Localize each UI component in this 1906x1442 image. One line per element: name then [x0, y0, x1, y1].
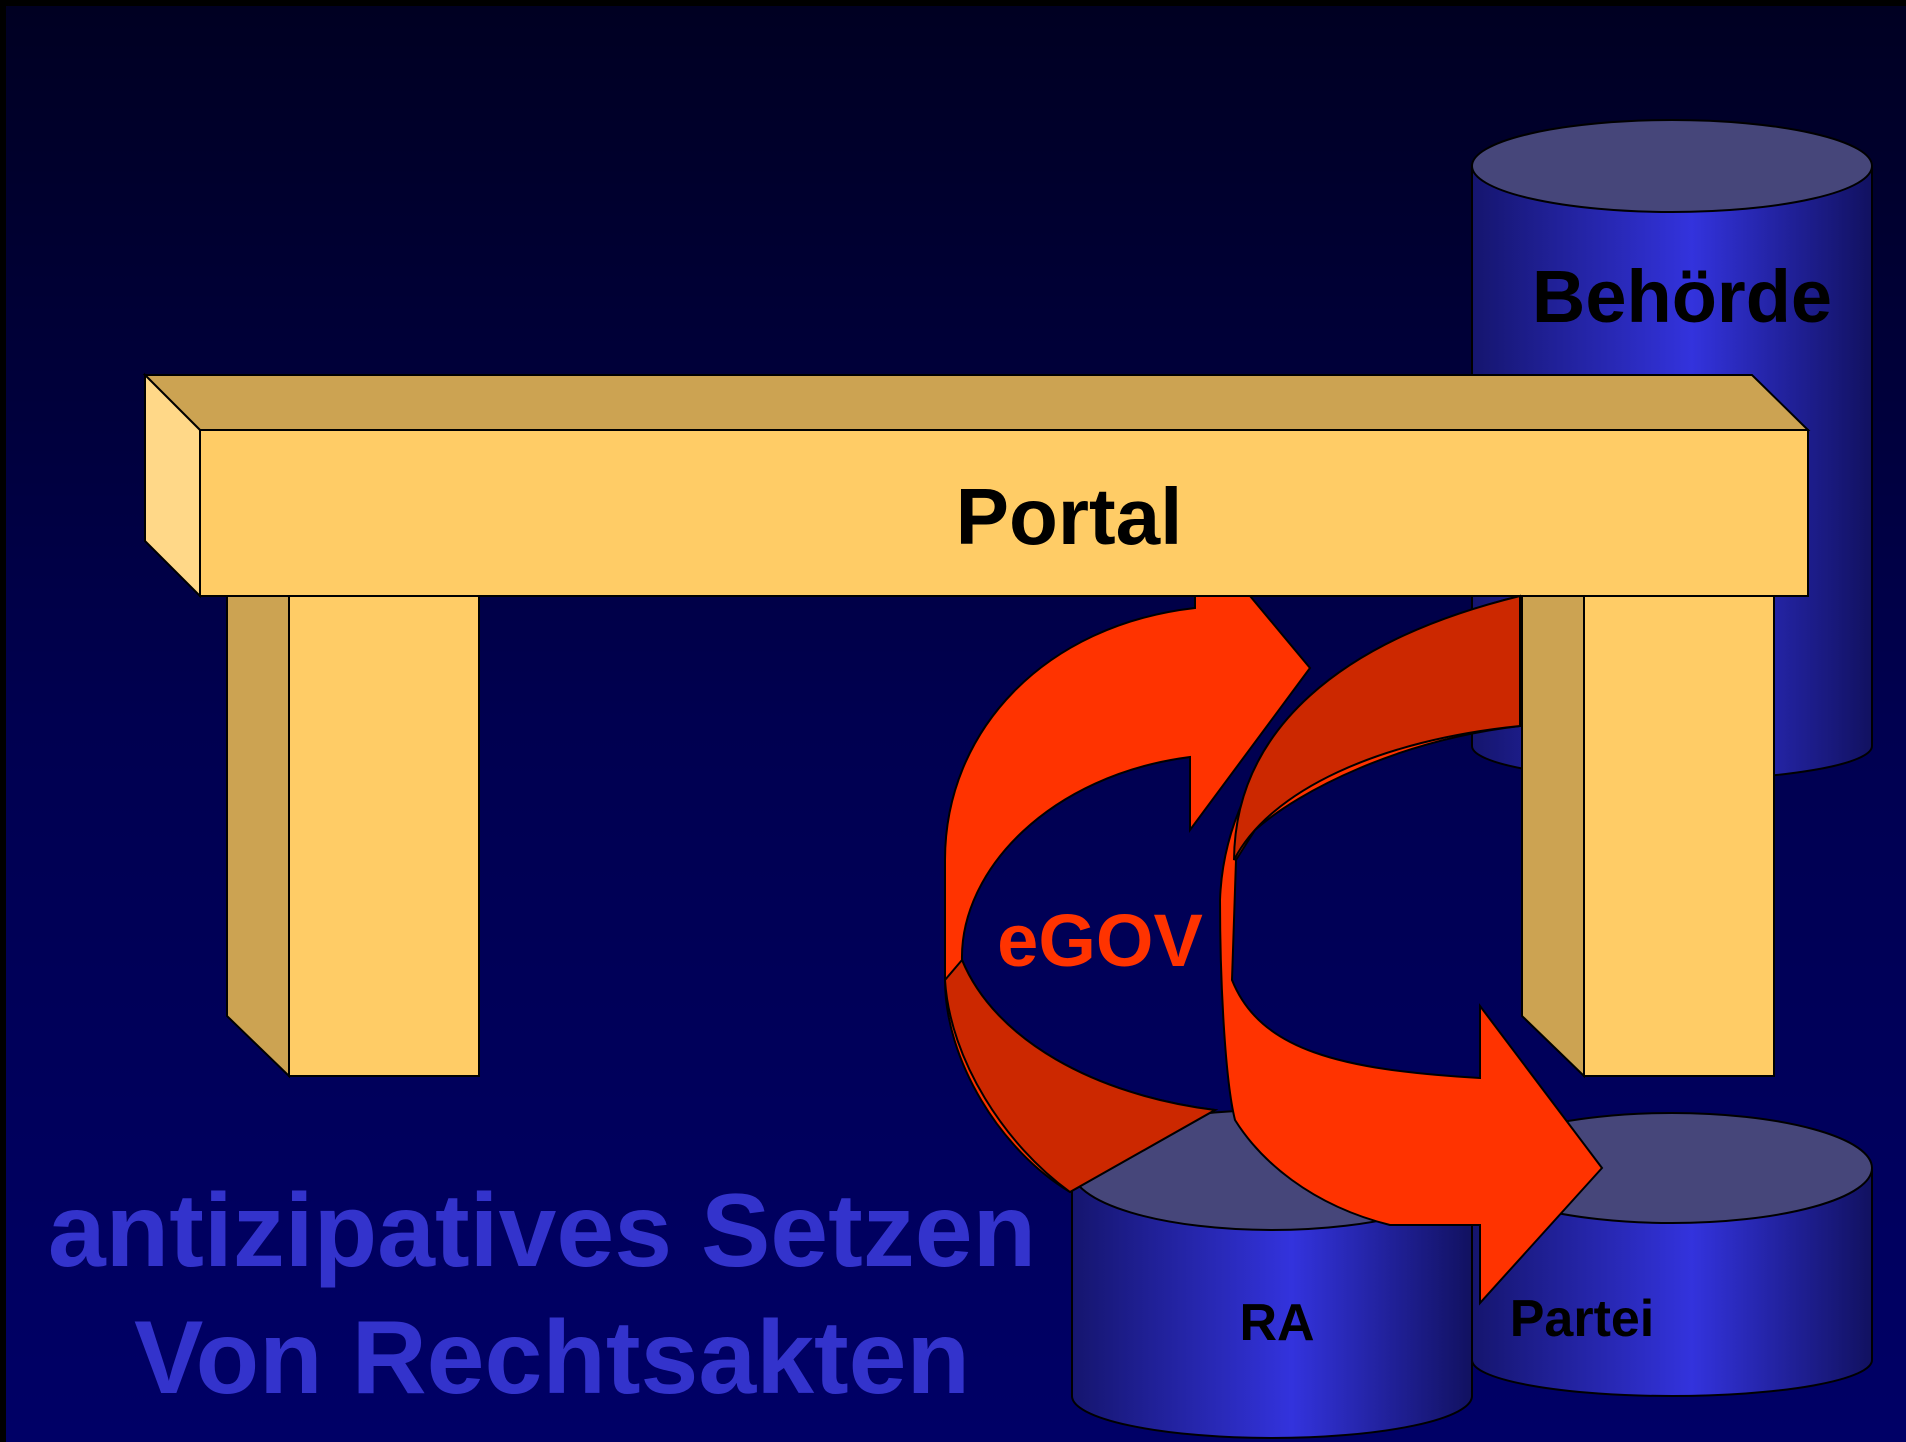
egov-cycle-arrows: eGOV [943, 594, 1604, 1306]
behoerde-label: Behörde [1532, 255, 1832, 338]
egov-label: eGOV [997, 899, 1203, 982]
portal-beam [199, 429, 1809, 597]
ra-label: RA [1239, 1294, 1314, 1352]
portal-label: Portal [956, 472, 1183, 561]
caption-line-2: Von Rechtsakten [134, 1300, 970, 1416]
caption-line-1: antizipatives Setzen [48, 1173, 1036, 1289]
portal-table: Portal [142, 372, 1811, 1079]
partei-label: Partei [1510, 1290, 1655, 1348]
